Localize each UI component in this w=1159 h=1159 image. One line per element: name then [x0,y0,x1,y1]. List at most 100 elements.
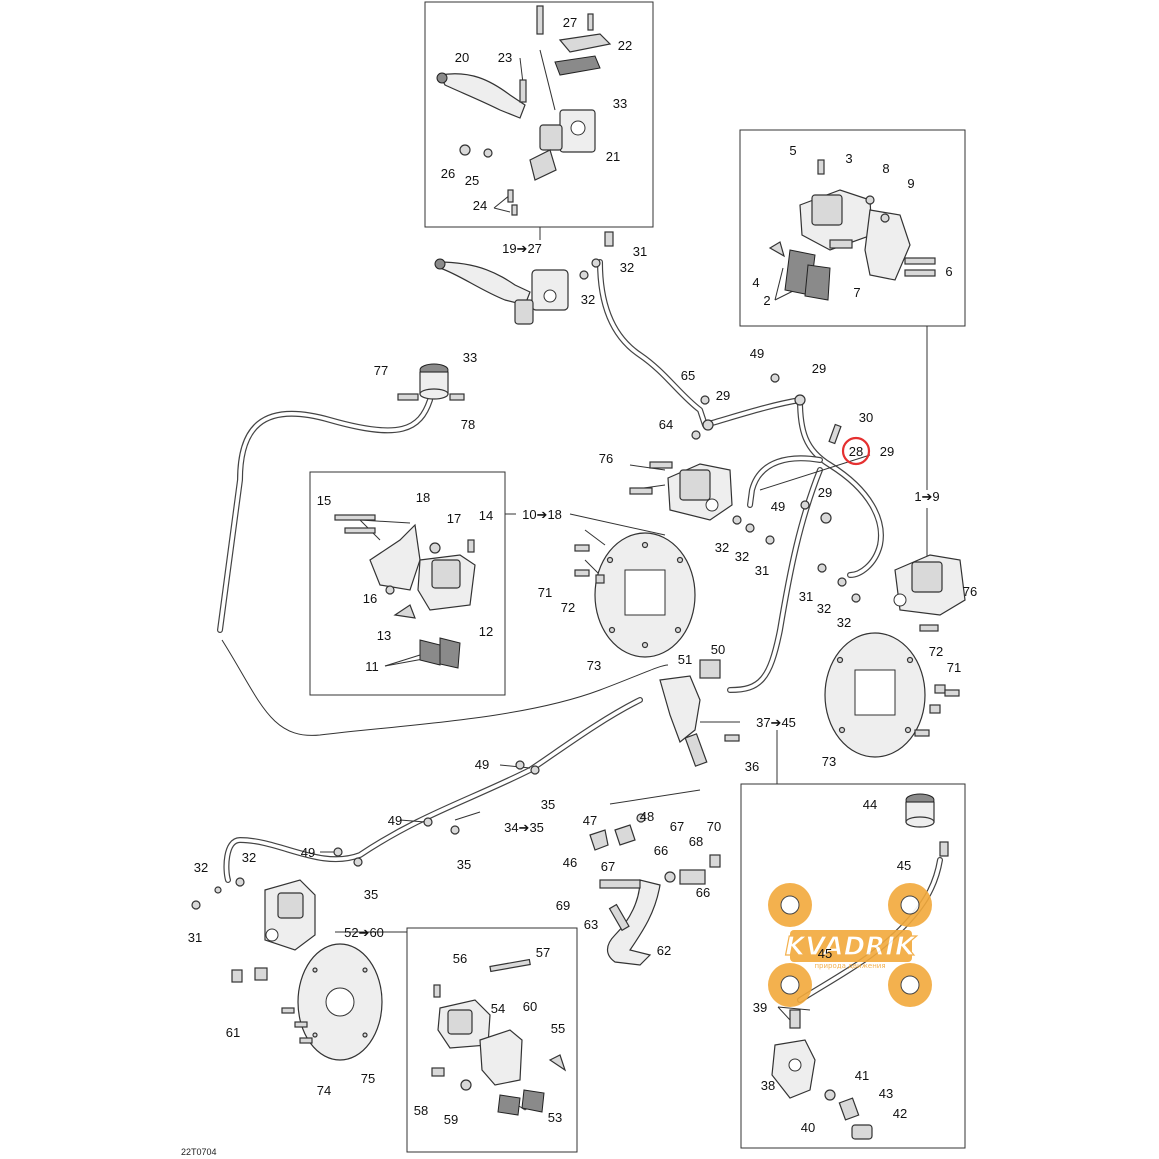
ref-31-b: 31 [755,563,769,578]
ref-69: 69 [556,898,570,913]
front-right-caliper-parts [768,159,936,301]
ref-42: 42 [893,1106,907,1121]
ref-8: 8 [882,161,889,176]
ref-49-d: 49 [388,813,402,828]
ref-17: 17 [447,511,461,526]
ref-33-mid: 33 [463,350,477,365]
front-right-caliper-assembled [817,554,966,632]
ref-51: 51 [678,652,692,667]
front-brake-reservoir [397,363,465,401]
reference-labels: 27 22 23 20 33 21 26 25 24 19➔27 31 32 3… [188,15,977,1135]
ref-32-h: 32 [242,850,256,865]
ref-34-35: 34➔35 [504,820,544,835]
ref-32-b: 32 [581,292,595,307]
ref-29-a: 29 [716,388,730,403]
ref-36: 36 [745,759,759,774]
handlebar-master-cylinder-parts [436,5,612,216]
watermark-brand: KVADRIK [785,932,917,962]
ref-48: 48 [640,809,654,824]
ref-46: 46 [563,855,577,870]
ref-73-a: 73 [587,658,601,673]
ref-31-a: 31 [633,244,647,259]
ref-12: 12 [479,624,493,639]
ref-19-27: 19➔27 [502,241,542,256]
ref-1-9: 1➔9 [914,489,939,504]
front-left-caliper-parts [334,514,476,669]
ref-76-b: 76 [963,584,977,599]
ref-75: 75 [361,1071,375,1086]
ref-68: 68 [689,834,703,849]
ref-10-18: 10➔18 [522,507,562,522]
ref-72-a: 72 [561,600,575,615]
ref-32-c: 32 [715,540,729,555]
ref-45-a: 45 [897,858,911,873]
ref-77: 77 [374,363,388,378]
ref-39: 39 [753,1000,767,1015]
ref-30: 30 [859,410,873,425]
front-brake-disc-right [824,632,960,758]
ref-49-e: 49 [301,845,315,860]
leader-lines [320,49,928,1111]
ref-60: 60 [523,999,537,1014]
ref-67-b: 67 [601,859,615,874]
ref-31-d: 31 [188,930,202,945]
ref-6: 6 [945,264,952,279]
box-handlebar-master-cylinder [424,1,654,228]
ref-65: 65 [681,368,695,383]
ref-14: 14 [479,508,493,523]
ref-32-f: 32 [837,615,851,630]
foot-master-cylinder-parts [771,793,949,1140]
foot-brake-pedal [589,813,721,966]
ref-40: 40 [801,1120,815,1135]
ref-52-60: 52➔60 [344,925,384,940]
ref-49-c: 49 [475,757,489,772]
box-front-left-caliper [309,471,506,696]
ref-62: 62 [657,943,671,958]
ref-63: 63 [584,917,598,932]
ref-43: 43 [879,1086,893,1101]
ref-35-a: 35 [541,797,555,812]
watermark-tagline: природа движения [814,962,885,970]
ref-70: 70 [707,819,721,834]
rear-brake-disc [281,943,383,1061]
ref-3: 3 [845,151,852,166]
ref-20: 20 [455,50,469,65]
ref-33-top: 33 [613,96,627,111]
ref-23: 23 [498,50,512,65]
ref-76-a: 76 [599,451,613,466]
front-left-caliper-assembled [629,461,775,545]
distribution-block [659,659,740,767]
diagram-code: 22T0704 [181,1147,217,1157]
ref-29-b: 29 [812,361,826,376]
ref-72-b: 72 [929,644,943,659]
front-brake-disc-left [574,532,696,658]
ref-32-d: 32 [735,549,749,564]
ref-28: 28 [849,444,863,459]
ref-32-g: 32 [194,860,208,875]
ref-66-b: 66 [696,885,710,900]
box-foot-master-cylinder [740,783,966,1149]
ref-47: 47 [583,813,597,828]
ref-32-a: 32 [620,260,634,275]
ref-45-b: 45 [818,946,832,961]
ref-31-c: 31 [799,589,813,604]
ref-71-a: 71 [538,585,552,600]
ref-29-c: 29 [818,485,832,500]
fittings [333,373,842,867]
ref-25: 25 [465,173,479,188]
ref-13: 13 [377,628,391,643]
ref-16: 16 [363,591,377,606]
brake-hoses [217,259,943,1003]
ref-71-b: 71 [947,660,961,675]
ref-26: 26 [441,166,455,181]
ref-9: 9 [907,176,914,191]
ref-61: 61 [226,1025,240,1040]
ref-66-a: 66 [654,843,668,858]
ref-74: 74 [317,1083,331,1098]
ref-50: 50 [711,642,725,657]
ref-78: 78 [461,417,475,432]
ref-7: 7 [853,285,860,300]
ref-2: 2 [763,293,770,308]
ref-64: 64 [659,417,673,432]
